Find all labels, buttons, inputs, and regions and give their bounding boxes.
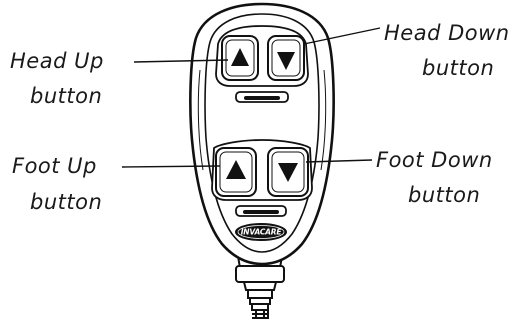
callout-foot-up: Foot Up button <box>12 154 102 214</box>
callout-head-down-line2: button <box>422 56 494 80</box>
callout-foot-up-line1: Foot Up <box>12 154 97 178</box>
head-up-button[interactable] <box>221 35 259 81</box>
foot-down-button[interactable] <box>267 147 309 197</box>
up-triangle-icon <box>226 160 246 179</box>
head-down-button[interactable] <box>267 35 305 81</box>
brand-logo-text: INVACARE <box>241 228 283 237</box>
leader-foot-up <box>121 165 221 168</box>
leader-foot-down <box>305 159 373 163</box>
callout-head-down-line1: Head Down <box>384 21 510 45</box>
callout-head-up: Head Up button <box>10 49 104 108</box>
callout-head-up-line2: button <box>30 84 102 108</box>
leader-head-down <box>303 27 381 45</box>
down-triangle-icon <box>277 52 295 70</box>
down-triangle-icon <box>278 163 298 182</box>
callout-foot-down-line2: button <box>408 183 480 207</box>
callout-foot-down: Foot Down button <box>376 148 493 207</box>
callout-foot-up-line2: button <box>30 190 102 214</box>
foot-indicator-slot <box>235 205 287 217</box>
callout-head-down: Head Down button <box>384 21 510 80</box>
foot-up-button[interactable] <box>215 147 257 197</box>
leader-head-up <box>133 59 229 63</box>
callout-foot-down-line1: Foot Down <box>376 148 493 172</box>
cable-connector <box>235 255 285 319</box>
callout-head-up-line1: Head Up <box>10 49 104 73</box>
leader-lines <box>121 27 381 168</box>
up-triangle-icon <box>231 48 249 66</box>
head-indicator-slot <box>235 91 289 103</box>
invacare-logo: INVACARE <box>235 223 287 241</box>
